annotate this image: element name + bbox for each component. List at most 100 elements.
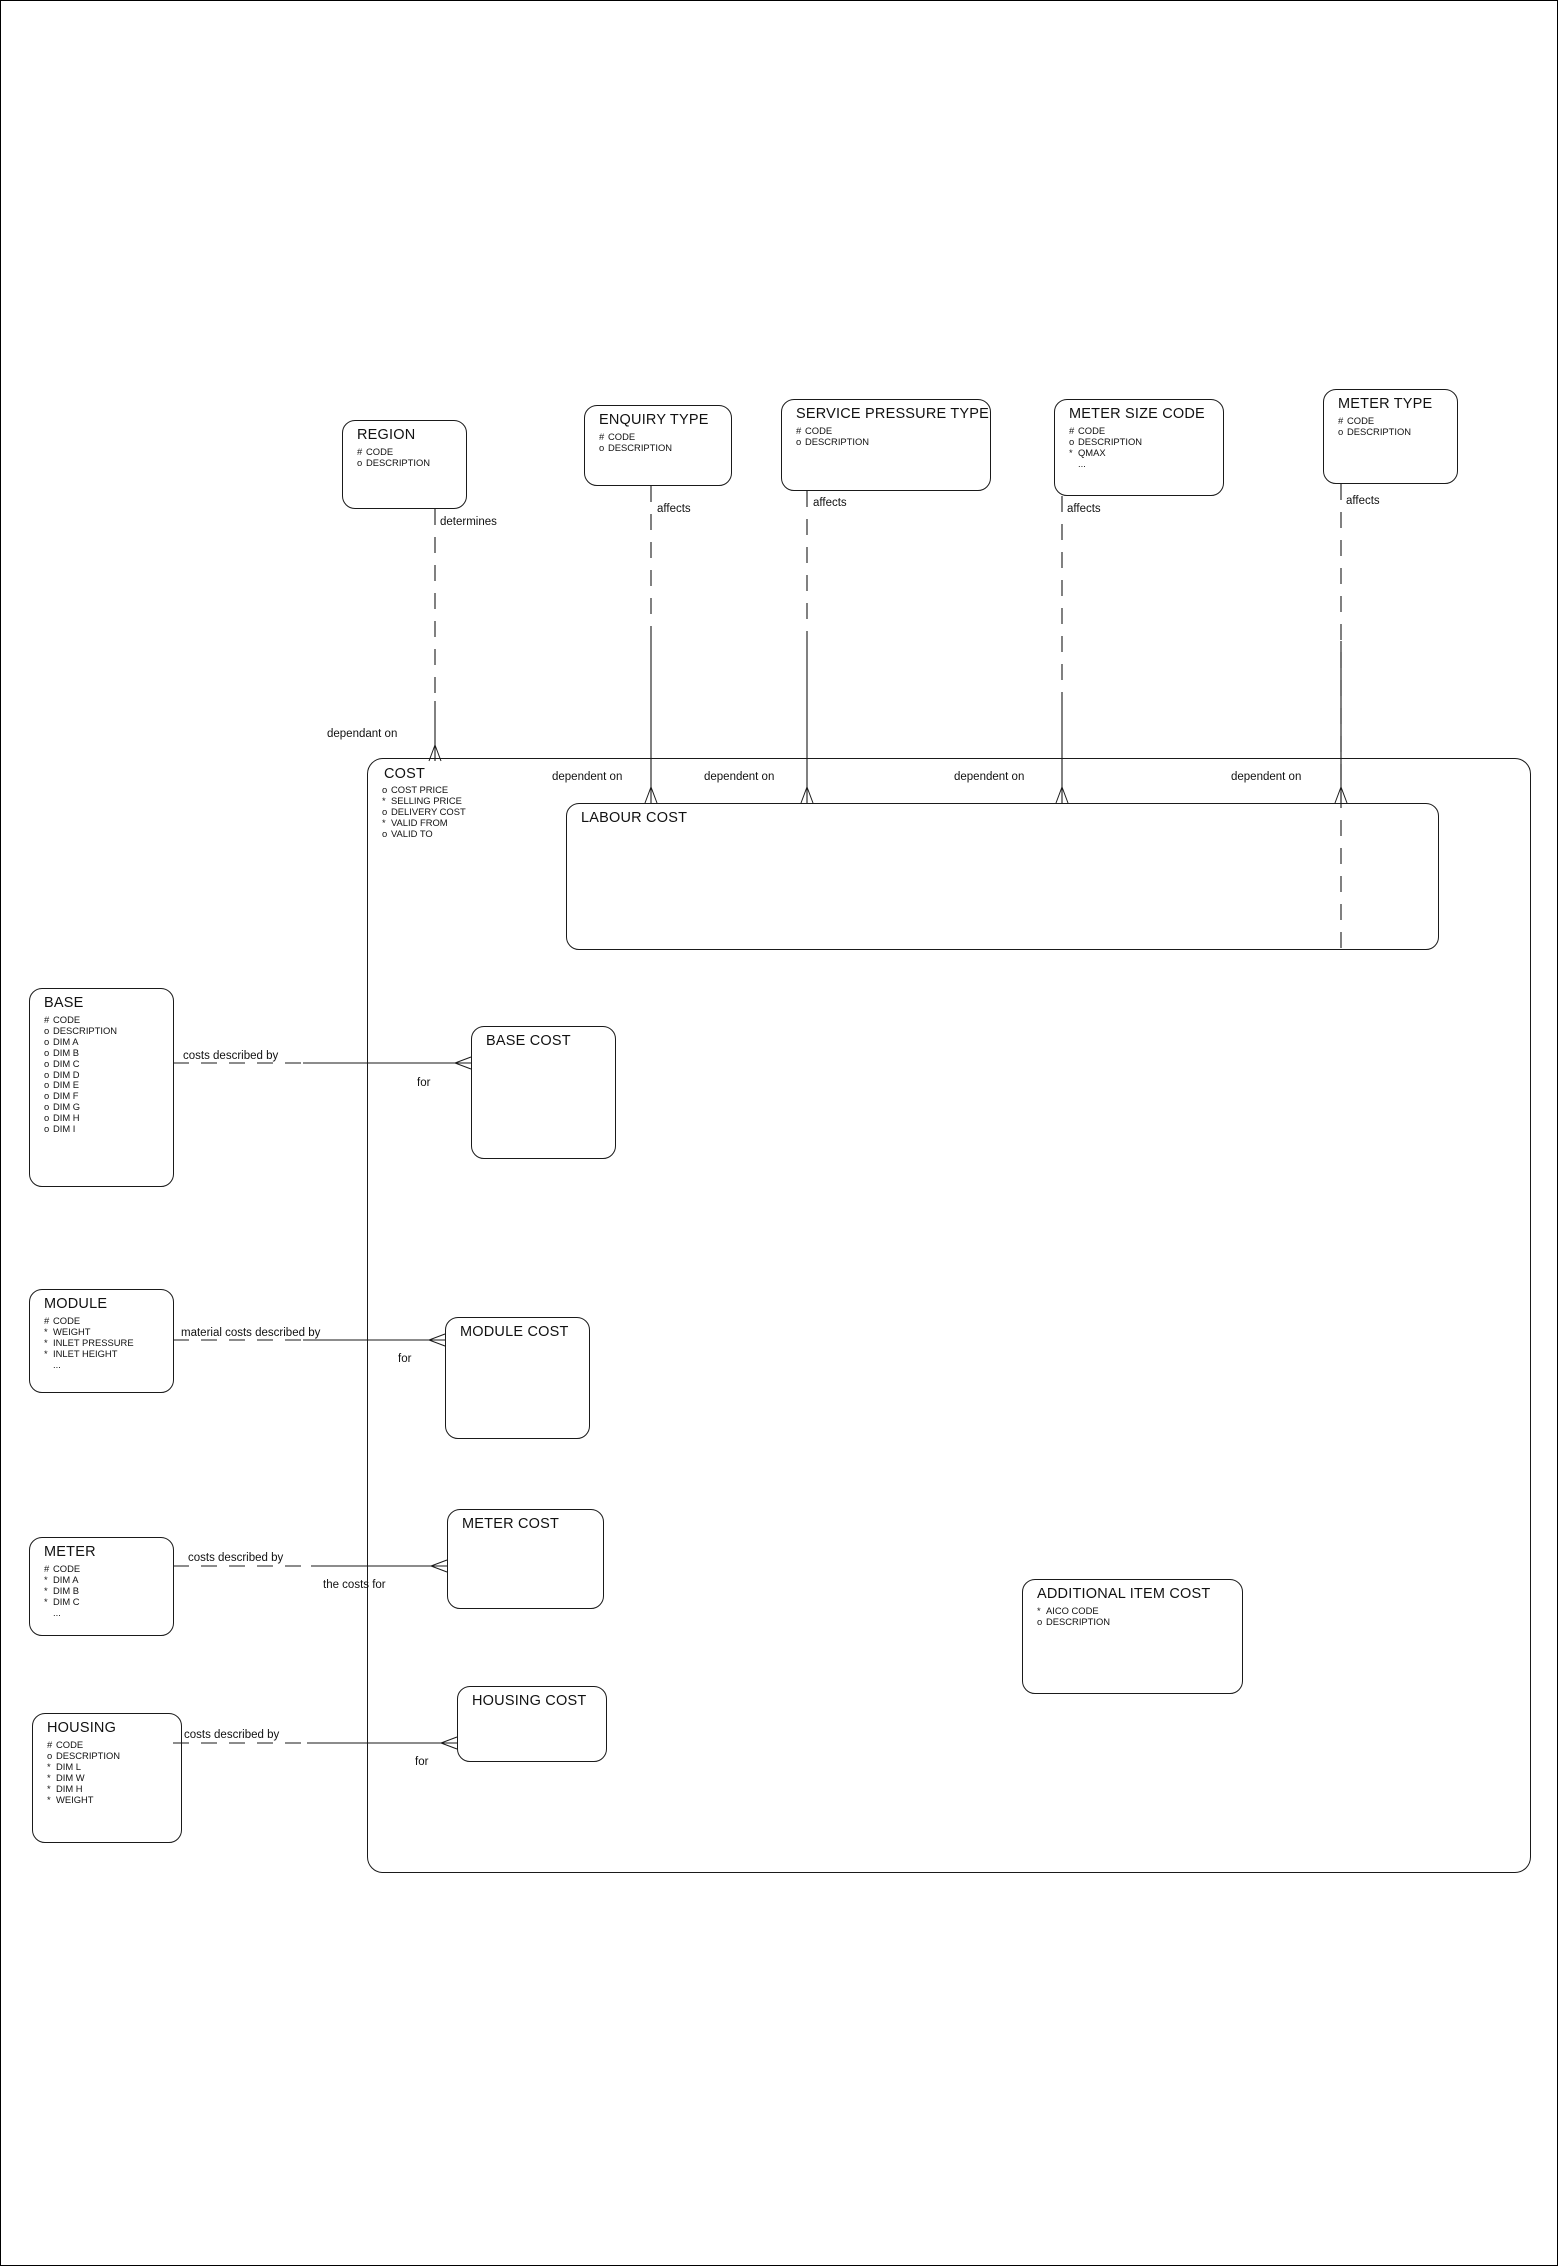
entity-name: METER COST — [462, 1516, 560, 1532]
relationship-label-for-housing: for — [415, 1756, 429, 1768]
relationship-label-costs-described-by-base: costs described by — [183, 1050, 279, 1062]
entity-name: LABOUR COST — [581, 810, 688, 826]
relationship-label-for-base: for — [417, 1077, 431, 1089]
attribute-marker: * — [44, 1573, 48, 1585]
attribute-row: ... — [1069, 458, 1142, 470]
relationship-label-dependant-on: dependant on — [327, 728, 398, 740]
connector-meter-metercost — [173, 1559, 448, 1573]
attribute-marker: # — [1338, 415, 1344, 426]
entity-housing-cost[interactable]: HOUSING COST — [457, 1686, 607, 1762]
entity-name: ENQUIRY TYPE — [599, 412, 709, 428]
attribute-marker: * — [47, 1793, 51, 1805]
entity-meter-cost[interactable]: METER COST — [447, 1509, 604, 1609]
attribute-row: *QMAX — [1069, 446, 1142, 459]
entity-name: MODULE — [44, 1296, 108, 1312]
attribute-marker: o — [382, 827, 388, 839]
attribute-row: #CODE — [47, 1739, 120, 1751]
attribute-marker: o — [357, 456, 363, 468]
attribute-label: DIM I — [53, 1123, 76, 1135]
attribute-label: COST PRICE — [391, 784, 449, 795]
attribute-label: DIM B — [53, 1584, 80, 1596]
attribute-label: CODE — [1347, 415, 1375, 426]
entity-name: METER TYPE — [1338, 396, 1433, 412]
attribute-marker: * — [47, 1760, 51, 1772]
entity-name: BASE — [44, 995, 84, 1011]
attribute-marker: o — [44, 1068, 50, 1080]
attribute-row: #CODE — [44, 1315, 134, 1327]
attribute-label: INLET HEIGHT — [53, 1347, 118, 1359]
attribute-list: #CODE*DIM A*DIM B*DIM C... — [44, 1563, 80, 1619]
attribute-row: #CODE — [1338, 415, 1411, 427]
connector-region-cost — [428, 509, 442, 762]
attribute-marker: # — [44, 1563, 50, 1574]
entity-module[interactable]: MODULE #CODE*WEIGHT*INLET PRESSURE*INLET… — [29, 1289, 174, 1393]
attribute-marker: o — [382, 805, 388, 817]
relationship-label-affects-3: affects — [1067, 503, 1101, 515]
relationship-label-affects-1: affects — [657, 503, 691, 515]
relationship-label-dependent-on-2: dependent on — [704, 771, 775, 783]
attribute-marker: o — [44, 1024, 50, 1036]
attribute-label: DIM A — [53, 1573, 79, 1585]
entity-name: REGION — [357, 427, 416, 443]
entity-labour-cost[interactable]: LABOUR COST — [566, 803, 1439, 950]
attribute-row: *DIM C — [44, 1596, 80, 1608]
attribute-label: AICO CODE — [1046, 1605, 1099, 1616]
entity-name: METER — [44, 1544, 96, 1560]
attribute-label: CODE — [805, 425, 833, 436]
attribute-marker: # — [357, 446, 363, 457]
entity-name: MODULE COST — [460, 1324, 569, 1340]
attribute-marker: o — [47, 1749, 53, 1761]
entity-base-cost[interactable]: BASE COST — [471, 1026, 616, 1159]
attribute-label: DIM L — [56, 1760, 82, 1772]
connector-meter-size-code-cost — [1055, 496, 1069, 804]
attribute-row: #CODE — [796, 425, 869, 437]
entity-module-cost[interactable]: MODULE COST — [445, 1317, 590, 1439]
attribute-row: ... — [44, 1359, 134, 1371]
attribute-label: DIM E — [53, 1079, 80, 1091]
attribute-label: CODE — [56, 1739, 84, 1750]
entity-name: METER SIZE CODE — [1069, 406, 1205, 422]
attribute-label: ... — [53, 1606, 61, 1618]
connector-base-basecost — [173, 1056, 472, 1070]
attribute-label: DIM B — [53, 1046, 80, 1058]
attribute-marker: o — [599, 441, 605, 453]
entity-name: HOUSING COST — [472, 1693, 587, 1709]
attribute-row: #CODE — [1069, 425, 1142, 437]
attribute-label: DIM C — [53, 1057, 80, 1069]
attribute-marker: * — [44, 1336, 48, 1348]
attribute-marker: o — [44, 1112, 50, 1124]
attribute-label: DESCRIPTION — [1046, 1615, 1111, 1627]
attribute-label: DIM H — [56, 1782, 83, 1794]
entity-meter[interactable]: METER #CODE*DIM A*DIM B*DIM C... — [29, 1537, 174, 1636]
attribute-row: * DIM L — [47, 1760, 120, 1773]
attribute-label: QMAX — [1078, 446, 1106, 458]
